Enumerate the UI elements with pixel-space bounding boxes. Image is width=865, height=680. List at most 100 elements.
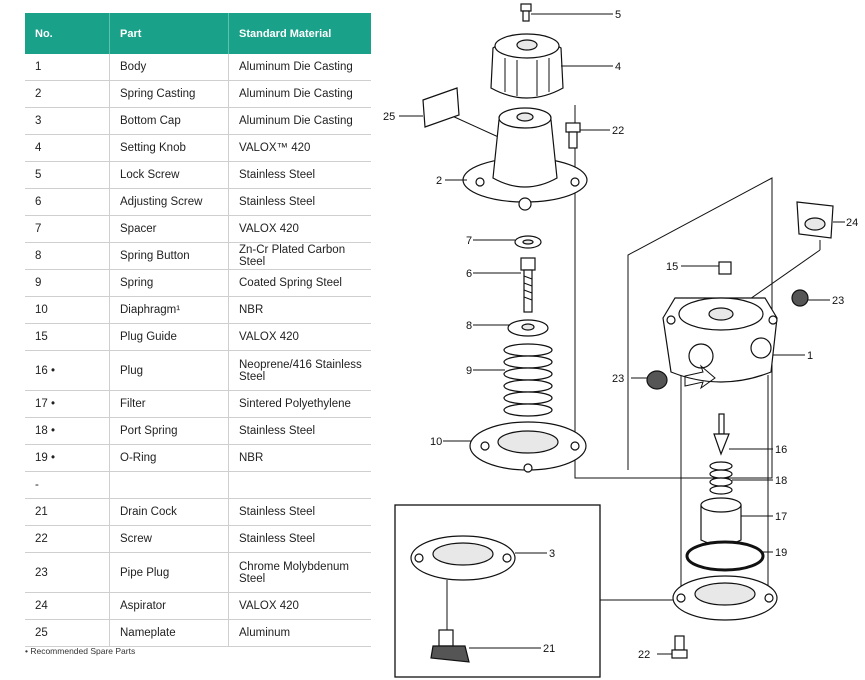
callout-10: 10 [430, 436, 442, 448]
cell-no: 25 [25, 619, 110, 647]
callout-22-top: 22 [612, 125, 624, 137]
leader-lines [399, 13, 845, 655]
cell-no: 2 [25, 80, 110, 108]
header-material: Standard Material [228, 13, 371, 54]
cell-material: Sintered Polyethylene [228, 390, 371, 418]
cell-part: Spacer [109, 215, 229, 243]
callout-9: 9 [466, 365, 472, 377]
cell-part: Adjusting Screw [109, 188, 229, 216]
cell-material: Neoprene/416 Stainless Steel [228, 350, 371, 391]
cell-no: 21 [25, 498, 110, 526]
callout-labels: 5 4 25 22 2 7 6 8 9 10 24 15 23 1 23 16 … [383, 9, 858, 661]
cell-part: O-Ring [109, 444, 229, 472]
cell-part: Plug [109, 350, 229, 391]
cell-material: Aluminum [228, 619, 371, 647]
bottom-cap-main-part [672, 575, 778, 621]
cell-part: Port Spring [109, 417, 229, 445]
cell-material: VALOX 420 [228, 592, 371, 620]
callout-19: 19 [775, 547, 787, 559]
cell-no: 18 • [25, 417, 110, 445]
spring-part [503, 343, 553, 417]
cell-material: Zn-Cr Plated Carbon Steel [228, 242, 371, 270]
callout-17: 17 [775, 511, 787, 523]
cell-no: 24 [25, 592, 110, 620]
callout-23-right: 23 [832, 295, 844, 307]
callout-7: 7 [466, 235, 472, 247]
cell-part: Screw [109, 525, 229, 553]
nameplate-part [422, 87, 460, 128]
spacer-part [514, 235, 542, 249]
aspirator-part [796, 201, 834, 239]
cell-no: 4 [25, 134, 110, 162]
cell-part: Drain Cock [109, 498, 229, 526]
cell-part: Aspirator [109, 592, 229, 620]
callout-3: 3 [549, 548, 555, 560]
cell-part: Spring Button [109, 242, 229, 270]
cell-part [109, 471, 229, 499]
header-part: Part [109, 13, 229, 54]
cell-material: VALOX 420 [228, 215, 371, 243]
cell-no: 22 [25, 525, 110, 553]
cell-no: 3 [25, 107, 110, 135]
body-part [662, 297, 778, 390]
cell-no: - [25, 471, 110, 499]
plug-guide-part [718, 261, 732, 275]
table-row: - [25, 471, 371, 499]
cell-no: 16 • [25, 350, 110, 391]
o-ring-part [685, 540, 765, 572]
cell-material [228, 471, 371, 499]
cell-no: 10 [25, 296, 110, 324]
cell-part: Body [109, 54, 229, 81]
cell-part: Plug Guide [109, 323, 229, 351]
screw-bottom-part [671, 635, 688, 659]
cell-no: 23 [25, 552, 110, 593]
callout-15: 15 [666, 261, 678, 273]
plug-part [713, 413, 730, 456]
callout-25: 25 [383, 111, 395, 123]
header-no: No. [25, 13, 110, 54]
footnote: • Recommended Spare Parts [25, 646, 136, 656]
callout-1: 1 [807, 350, 813, 362]
setting-knob-part [490, 33, 564, 99]
cell-part: Setting Knob [109, 134, 229, 162]
cell-material: NBR [228, 444, 371, 472]
callout-23-left: 23 [612, 373, 624, 385]
cell-material: Aluminum Die Casting [228, 107, 371, 135]
cell-material: Chrome Molybdenum Steel [228, 552, 371, 593]
cell-material: VALOX™ 420 [228, 134, 371, 162]
cell-part: Nameplate [109, 619, 229, 647]
exploded-parts-diagram: 5 4 25 22 2 7 6 8 9 10 24 15 23 1 23 16 … [383, 3, 858, 678]
callout-6: 6 [466, 268, 472, 280]
callout-8: 8 [466, 320, 472, 332]
cell-part: Filter [109, 390, 229, 418]
drain-cock-inset [394, 504, 601, 678]
cell-material: NBR [228, 296, 371, 324]
cell-part: Diaphragm¹ [109, 296, 229, 324]
callout-2: 2 [436, 175, 442, 187]
screw-top-part [565, 122, 581, 149]
port-spring-part [709, 461, 733, 495]
cell-material: Aluminum Die Casting [228, 80, 371, 108]
cell-material: Stainless Steel [228, 498, 371, 526]
table-header-row: No. Part Standard Material [25, 13, 371, 54]
cell-no: 1 [25, 54, 110, 81]
